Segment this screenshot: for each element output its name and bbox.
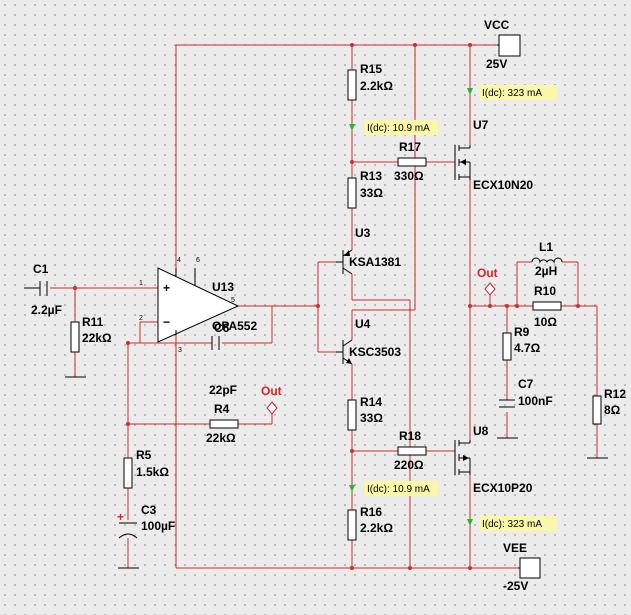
vcc-value: 25V — [486, 57, 507, 71]
r16-value: 2.2kΩ — [360, 521, 393, 535]
u8-ref: U8 — [473, 424, 489, 438]
resistor-r14: R14 33Ω — [347, 395, 383, 431]
l1-value: 2µH — [535, 264, 557, 278]
mosfet-u8: U8 ECX10P20 — [454, 424, 533, 495]
opamp-pin1: 1 — [139, 280, 143, 287]
vee-value: -25V — [503, 579, 528, 593]
vee-port: VEE -25V — [503, 541, 541, 593]
probe-u7-text: I(dc): 323 mA — [482, 88, 542, 99]
resistor-r5: R5 1.5kΩ — [123, 448, 169, 489]
opamp-ref: U13 — [212, 280, 234, 294]
resistor-r17: R17 330Ω — [394, 140, 427, 183]
r14-ref: R14 — [360, 395, 382, 409]
r4-value: 22kΩ — [206, 431, 236, 445]
transistor-u3: U3 KSA1381 — [336, 226, 401, 275]
vcc-label: VCC — [484, 18, 510, 32]
r10-ref: R10 — [534, 284, 556, 298]
resistor-r4: R4 22kΩ — [206, 402, 239, 445]
c3-polarity: + — [117, 510, 124, 524]
junctions — [73, 43, 580, 570]
probe-r16: I(dc): 10.9 mA — [349, 481, 438, 496]
out-port-left: Out — [261, 384, 282, 415]
opamp-pin6: 6 — [196, 257, 200, 264]
u4-model: KSC3503 — [349, 345, 401, 359]
probe-u8-text: I(dc): 323 mA — [482, 519, 542, 530]
r11-value: 22kΩ — [82, 331, 112, 345]
u8-model: ECX10P20 — [473, 481, 533, 495]
r4-ref: R4 — [214, 402, 230, 416]
u4-ref: U4 — [355, 317, 371, 331]
u7-model: ECX10N20 — [473, 178, 533, 192]
r13-value: 33Ω — [360, 186, 383, 200]
u3-ref: U3 — [355, 226, 371, 240]
wires — [24, 44, 598, 569]
probe-r15-text: I(dc): 10.9 mA — [367, 123, 430, 134]
opamp-pin2: 2 — [139, 315, 143, 322]
opamp-model: OPA552 — [212, 319, 257, 333]
probe-u8: I(dc): 323 mA — [467, 516, 557, 531]
r13-ref: R13 — [360, 169, 382, 183]
transistor-u4: U4 KSC3503 — [336, 317, 401, 365]
capacitor-c7: C7 100nF — [497, 377, 553, 439]
r5-ref: R5 — [136, 448, 152, 462]
resistor-r18: R18 220Ω — [394, 429, 427, 472]
r15-value: 2.2kΩ — [360, 79, 393, 93]
out-label-right: Out — [477, 266, 498, 280]
r15-ref: R15 — [360, 62, 382, 76]
opamp-u13: + − 1 2 3 4 5 6 U13 OPA552 — [139, 257, 257, 354]
inductor-l1: L1 2µH — [531, 240, 563, 278]
capacitor-c3: + C3 100µF — [117, 503, 175, 569]
out-label-left: Out — [261, 384, 282, 398]
vcc-port: VCC 25V — [484, 18, 521, 71]
r18-ref: R18 — [399, 429, 421, 443]
resistor-r12: R12 8Ω — [587, 387, 626, 459]
c7-value: 100nF — [518, 394, 553, 408]
r10-value: 10Ω — [534, 315, 557, 329]
opamp-minus: − — [163, 315, 170, 329]
resistor-r15: R15 2.2kΩ — [347, 62, 393, 101]
out-port-right: Out — [477, 266, 498, 296]
opamp-pin5: 5 — [231, 297, 235, 304]
u7-ref: U7 — [473, 118, 489, 132]
c6-ref: C6 — [214, 321, 230, 335]
capacitor-c1: C1 2.2µF — [24, 262, 62, 317]
mosfet-u7: U7 ECX10N20 — [454, 118, 533, 192]
r16-ref: R16 — [360, 505, 382, 519]
resistor-r11: R11 22kΩ — [65, 315, 112, 378]
c3-value: 100µF — [141, 519, 175, 533]
r5-value: 1.5kΩ — [136, 465, 169, 479]
l1-ref: L1 — [539, 240, 553, 254]
r14-value: 33Ω — [360, 411, 383, 425]
r12-ref: R12 — [604, 387, 626, 401]
r11-ref: R11 — [82, 315, 104, 329]
resistor-r9: R9 4.7Ω — [502, 325, 541, 361]
c6-value: 22pF — [209, 383, 237, 397]
r9-value: 4.7Ω — [514, 341, 541, 355]
r9-ref: R9 — [514, 325, 530, 339]
probe-r16-text: I(dc): 10.9 mA — [367, 484, 430, 495]
c7-ref: C7 — [518, 377, 534, 391]
r17-ref: R17 — [399, 140, 421, 154]
opamp-pin3: 3 — [178, 347, 182, 354]
r17-value: 330Ω — [394, 169, 424, 183]
c1-value: 2.2µF — [31, 303, 62, 317]
probe-u7: I(dc): 323 mA — [467, 85, 557, 100]
opamp-pin4: 4 — [177, 257, 181, 264]
r18-value: 220Ω — [394, 458, 424, 472]
c3-ref: C3 — [141, 503, 157, 517]
c1-ref: C1 — [33, 262, 49, 276]
resistor-r10: R10 10Ω — [532, 284, 562, 329]
opamp-plus: + — [163, 281, 170, 295]
resistor-r16: R16 2.2kΩ — [347, 505, 393, 541]
probe-r15: I(dc): 10.9 mA — [349, 120, 438, 135]
u3-model: KSA1381 — [349, 255, 401, 269]
capacitor-c6: C6 22pF — [209, 321, 237, 397]
resistor-r13: R13 33Ω — [347, 169, 383, 209]
vee-label: VEE — [503, 541, 527, 555]
r12-value: 8Ω — [604, 403, 621, 417]
